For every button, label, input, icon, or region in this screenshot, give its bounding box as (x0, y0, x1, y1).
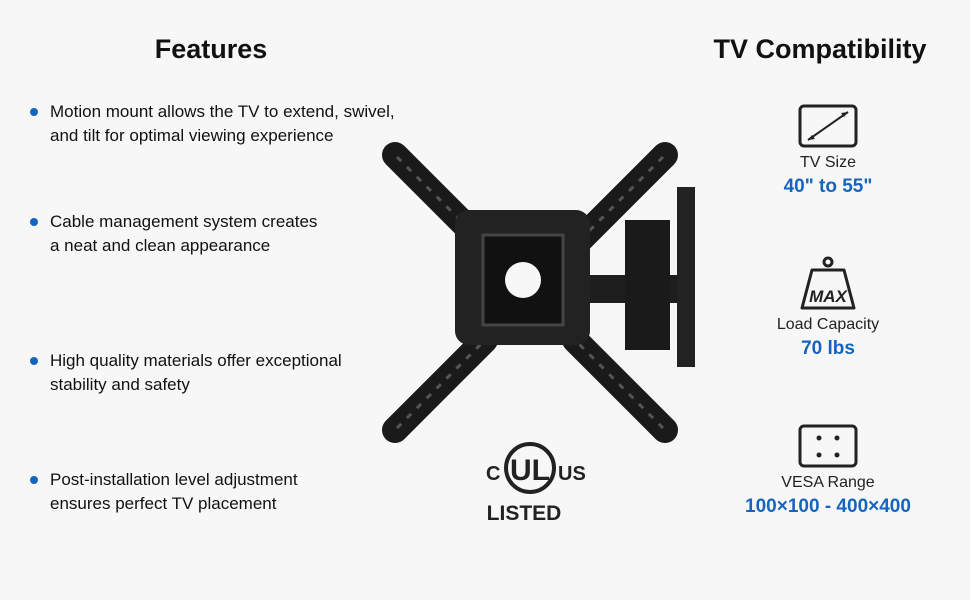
feature-line: High quality materials offer exceptional (50, 351, 342, 370)
feature-line: and tilt for optimal viewing experience (50, 126, 334, 145)
feature-line: Cable management system creates (50, 212, 318, 231)
spec-value: 40" to 55" (783, 176, 873, 197)
spec-tv-size: TV Size 40" to 55" (728, 104, 928, 198)
bullet-icon (30, 476, 38, 484)
feature-line: ensures perfect TV placement (50, 494, 277, 513)
weight-max-icon: MAX (800, 256, 856, 310)
svg-text:LISTED: LISTED (487, 502, 562, 525)
spec-label: VESA Range (781, 474, 875, 491)
feature-line: Motion mount allows the TV to extend, sw… (50, 102, 395, 121)
ul-listed-logo: UL C US LISTED (486, 442, 586, 525)
bullet-icon (30, 108, 38, 116)
feature-item: Cable management system creates a neat an… (30, 210, 430, 258)
svg-text:MAX: MAX (809, 287, 848, 306)
feature-item: High quality materials offer exceptional… (30, 349, 430, 397)
svg-text:C: C (486, 463, 500, 485)
vesa-pattern-icon (798, 424, 858, 468)
spec-load-capacity: MAX Load Capacity 70 lbs (728, 256, 928, 360)
spec-value: 70 lbs (801, 338, 855, 359)
bullet-icon (30, 218, 38, 226)
spec-vesa-range: VESA Range 100×100 - 400×400 (728, 424, 928, 518)
feature-item: Post-installation level adjustment ensure… (30, 468, 430, 516)
svg-text:UL: UL (510, 454, 550, 487)
compatibility-title: TV Compatibility (713, 34, 927, 64)
feature-line: stability and safety (50, 375, 190, 394)
spec-label: Load Capacity (776, 316, 880, 333)
feature-item: Motion mount allows the TV to extend, sw… (30, 100, 430, 148)
feature-line: Post-installation level adjustment (50, 470, 298, 489)
tv-wall-mount-image (382, 142, 695, 443)
bullet-icon (30, 357, 38, 365)
feature-line: a neat and clean appearance (50, 236, 271, 255)
svg-text:US: US (558, 463, 586, 485)
spec-value: 100×100 - 400×400 (745, 496, 911, 517)
features-title: Features (154, 34, 268, 64)
spec-label: TV Size (799, 154, 856, 171)
tv-size-icon (798, 104, 858, 148)
